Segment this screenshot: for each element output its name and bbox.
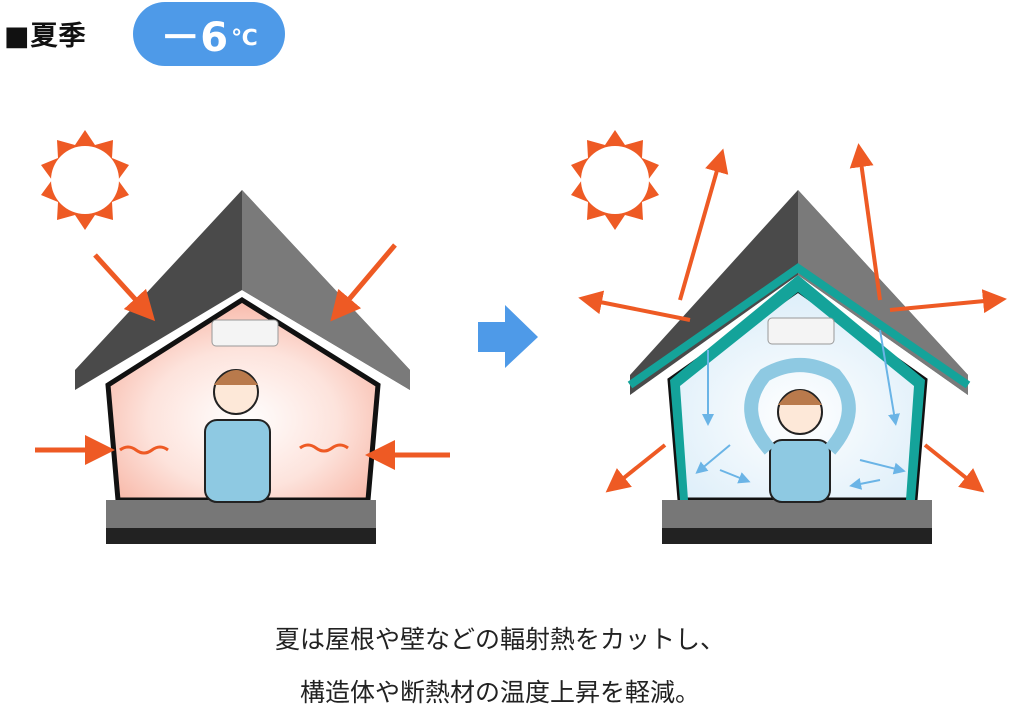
season-title: ■夏季 xyxy=(4,21,87,52)
foundation xyxy=(662,500,932,530)
insulation xyxy=(670,275,925,500)
temperature-unit: ℃ xyxy=(231,25,258,51)
cool-air-arrows xyxy=(695,329,906,490)
hot-house xyxy=(35,130,450,544)
air-conditioner xyxy=(767,317,835,345)
person xyxy=(204,419,271,503)
air-conditioner xyxy=(211,319,279,347)
temperature-value: －6 xyxy=(160,15,229,61)
foundation xyxy=(106,500,376,530)
temperature-badge: －6℃ xyxy=(133,2,285,66)
cool-house xyxy=(571,130,1007,544)
right-arrow-icon xyxy=(478,305,538,368)
person xyxy=(769,439,831,503)
reflect-arrows xyxy=(578,143,1007,493)
caption-line-1: 夏は屋根や壁などの輻射熱をカットし、 xyxy=(274,625,725,654)
caption-line-2: 構造体や断熱材の温度上昇を軽減。 xyxy=(299,678,700,707)
heat-arrows xyxy=(35,243,450,470)
